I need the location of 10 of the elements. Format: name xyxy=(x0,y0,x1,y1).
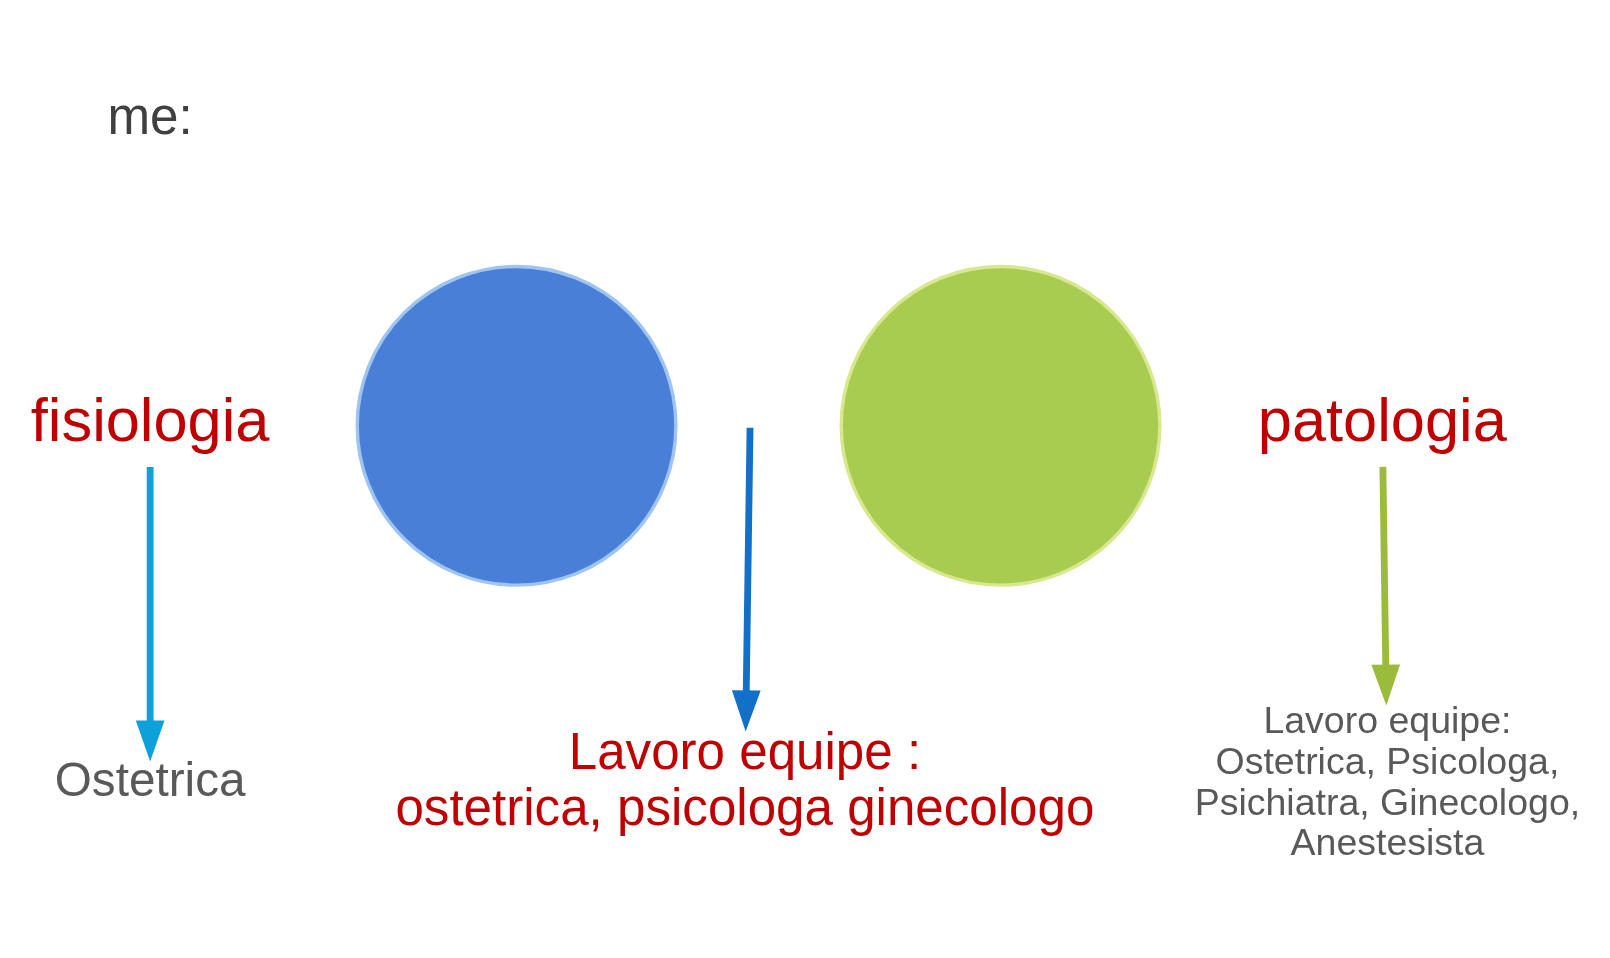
node-text: patologia xyxy=(1257,384,1507,454)
node-text: Lavoro equipe: Ostetrica, Psicologa, Psichiatra, Ginecologo, Anestesista xyxy=(1194,698,1581,863)
node-text: Ostetrica xyxy=(54,752,246,806)
node-circle xyxy=(839,264,1162,587)
node-circle xyxy=(355,264,678,587)
node-text: Lavoro equipe : ostetrica, psicologa ginecologo xyxy=(395,722,1095,836)
arrow xyxy=(1371,466,1401,706)
label: me: xyxy=(107,87,193,145)
node-text: fisiologia xyxy=(30,384,270,454)
arrow xyxy=(135,466,165,761)
